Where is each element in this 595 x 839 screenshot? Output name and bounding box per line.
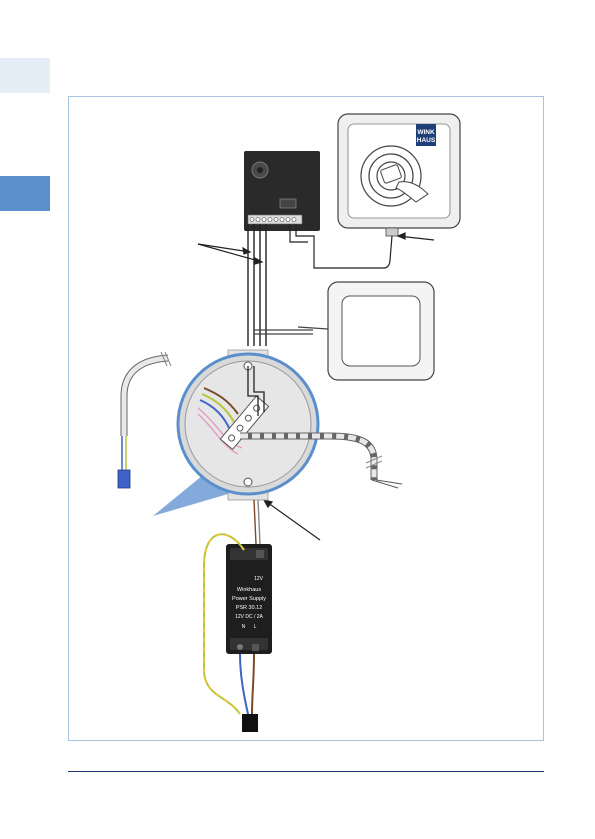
psu-terminals: N L: [242, 624, 257, 630]
junction-box: [178, 350, 318, 500]
push-button-unit: [328, 282, 434, 380]
button-cable: [254, 327, 328, 334]
controller-unit: [244, 151, 320, 231]
psu-model: PSR 30.12: [236, 605, 263, 611]
psu-brand: Winkhaus: [237, 587, 261, 593]
controller-cable: [248, 224, 266, 346]
psu-cable: [254, 500, 260, 544]
psu-rating: 12V DC / 2A: [235, 614, 263, 620]
wiring-diagram: WINK HAUS: [68, 96, 544, 741]
reader-logo-line-2: HAUS: [417, 137, 436, 144]
power-supply: 12V Winkhaus Power Supply PSR 30.12 12V …: [226, 544, 272, 654]
footer-rule: [68, 771, 544, 772]
psu-voltage: 12V: [254, 576, 264, 582]
chapter-tab-active: [0, 176, 50, 211]
chapter-tab-light: [0, 58, 50, 93]
card-reader: WINK HAUS: [338, 114, 460, 236]
reader-logo-line-1: WINK: [417, 129, 435, 136]
mains-cable-left: [118, 352, 171, 488]
psu-label: Power Supply: [232, 596, 266, 602]
